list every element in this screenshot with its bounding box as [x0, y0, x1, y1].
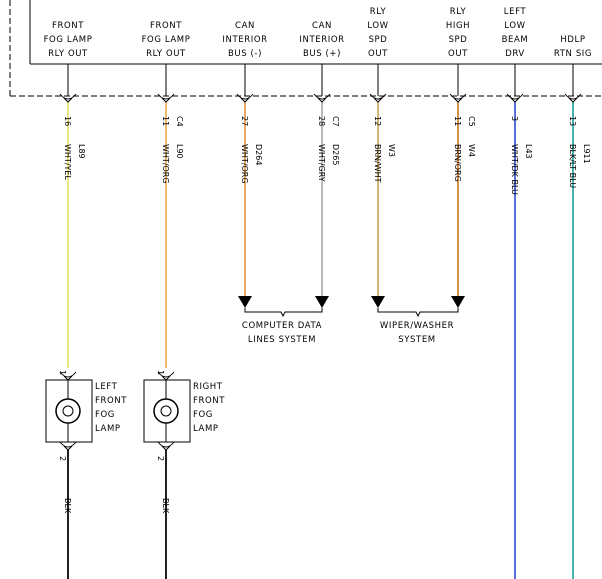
module-inner-border [29, 0, 602, 65]
connector-id: C5 [467, 116, 476, 127]
lamp-connector-bottom [59, 441, 77, 448]
connector-id: C7 [331, 116, 340, 127]
destination-arrows [238, 296, 465, 308]
pin-number: 12 [373, 116, 382, 126]
wire-color-code: BLK/LT BLU [568, 144, 577, 188]
circuit-id: W4 [467, 144, 476, 157]
arrow-down-icon [238, 296, 252, 308]
ground-color-code: BLK [161, 498, 170, 514]
module-pin-symbols [59, 93, 582, 103]
module-housing [9, 0, 602, 97]
circuit-id: L89 [77, 144, 86, 159]
pin-number: 11 [453, 116, 462, 126]
lamp-pin-top: 1 [156, 370, 165, 375]
circuit-id: L43 [524, 144, 533, 159]
arrow-down-icon [371, 296, 385, 308]
lamp-connector-top [157, 371, 175, 378]
connector-id: C4 [175, 116, 184, 127]
circuit-id: D265 [331, 144, 340, 165]
arrow-down-icon [315, 296, 329, 308]
circuit-id: L911 [582, 144, 591, 164]
pin-number: 13 [568, 116, 577, 126]
circuit-id: W3 [387, 144, 396, 157]
wire-labels: 16 WHT/YEL L89 11 C4 WHT/ORG L90 27 WHT/… [63, 116, 591, 195]
lamp-pin-bottom: 2 [58, 456, 67, 461]
wire-color-code: WHT/DK BLU [510, 144, 519, 195]
bulb-icon [55, 398, 81, 424]
arrow-down-icon [451, 296, 465, 308]
lamp-pin-bottom: 2 [156, 456, 165, 461]
pin-number: 16 [63, 116, 72, 126]
pin-stubs [67, 64, 574, 96]
circuit-id: D264 [254, 144, 263, 165]
pin-number: 28 [317, 116, 326, 126]
brace-wiper-washer [377, 308, 459, 318]
lamp-pin-top: 1 [58, 370, 67, 375]
destination-braces [244, 308, 459, 318]
wire-color-code: BRN/WHT [373, 144, 382, 183]
circuit-id: L90 [175, 144, 184, 159]
wire-color-code: WHT/ORG [240, 144, 249, 184]
wire-color-code: WHT/GRY [317, 144, 326, 182]
wires [67, 102, 574, 579]
pin-number: 11 [161, 116, 170, 126]
lamp-housing [143, 379, 191, 443]
wire-color-code: WHT/YEL [63, 144, 72, 180]
wire-color-code: BRN/ORG [453, 144, 462, 182]
lamp-connector-bottom [157, 441, 175, 448]
lamp-housing [45, 379, 93, 443]
brace-computer-data [244, 308, 323, 318]
pin-number: 27 [240, 116, 249, 126]
pin-number: 3 [510, 116, 519, 121]
ground-color-code: BLK [63, 498, 72, 514]
bulb-icon [153, 398, 179, 424]
lamp-connector-top [59, 371, 77, 378]
wire-color-code: WHT/ORG [161, 144, 170, 184]
